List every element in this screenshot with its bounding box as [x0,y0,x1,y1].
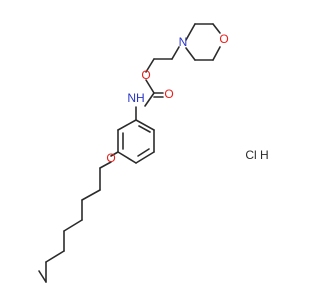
bond-morph-o-c3 [212,46,221,61]
bond-carbonyl-c-nh [144,92,155,107]
bond-n-ch2 [171,46,180,60]
hydrochloride-label: Cl H [245,148,268,162]
bond-ester-o-carbonyl-c [145,79,155,94]
bond-ring-3 [135,151,155,164]
ester-oxygen-label: O [141,68,150,82]
bond-chain-4 [63,219,83,232]
bond-chain-2 [81,189,101,201]
ether-oxygen-label: O [106,151,115,165]
bond-ring-1 [135,119,155,131]
bond-ether-o-chain [99,161,112,169]
carbonyl-oxygen-label: O [164,87,173,101]
morpholine-oxygen-label: O [219,32,228,46]
bond-morph-c4-n [185,47,196,61]
morpholine-nitrogen-label: N [179,35,188,49]
bond-ring-ether-o [110,151,119,157]
bond-morph-n-c1 [185,23,196,41]
bond-ring-inner-2 [137,148,150,157]
bond-morph-c2-o [212,23,221,34]
bond-ch2-ester-o [145,58,155,73]
bond-chain-8 [38,270,47,283]
bond-ring-inner-1 [138,125,151,133]
structure-diagram: O N O O NH O Cl H [38,23,269,283]
bond-ring-4 [117,151,137,164]
bond-ring-6 [117,119,137,131]
bond-chain-6 [45,250,65,263]
carbamate-nh-label: NH [127,91,144,105]
